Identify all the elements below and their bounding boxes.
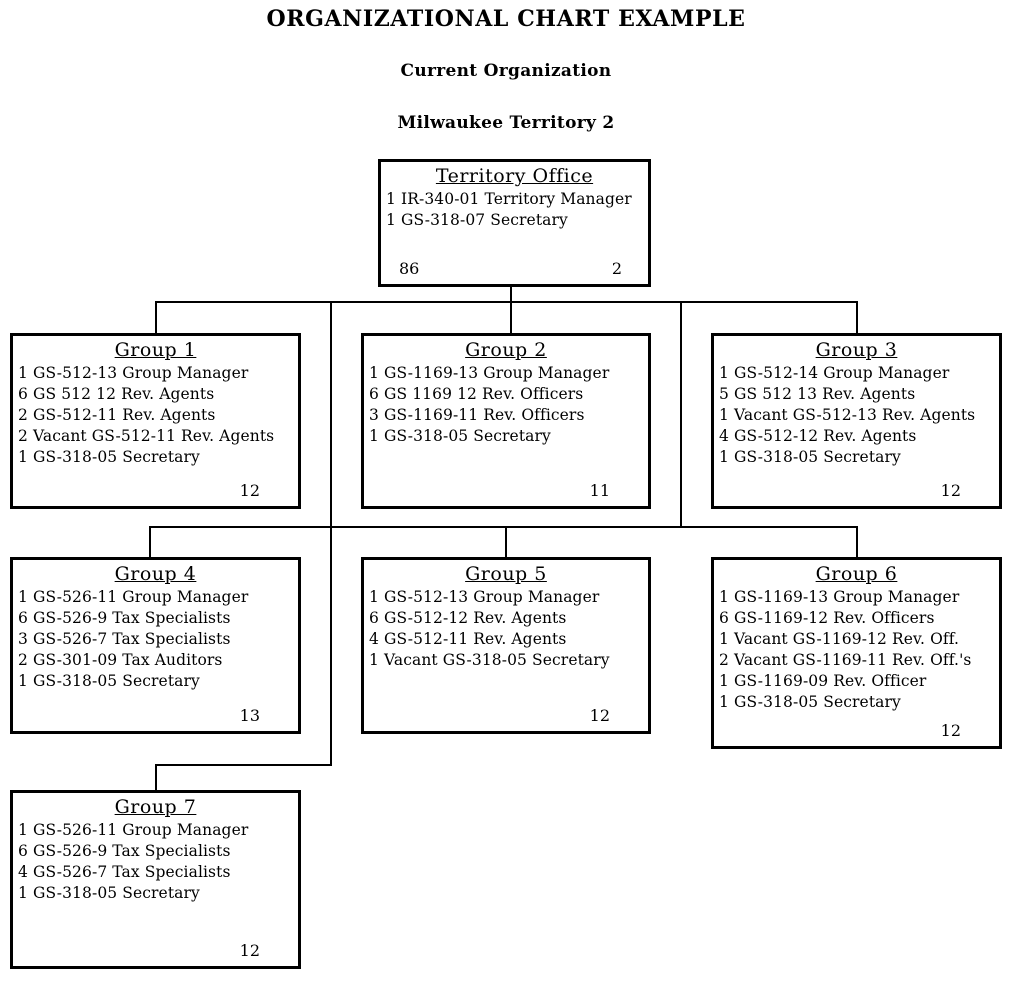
position-line: 1 GS-512-13 Group Manager xyxy=(18,364,249,382)
connector-territory-drop xyxy=(510,286,512,333)
position-line: 6 GS-526-9 Tax Specialists xyxy=(18,842,231,860)
position-line: 3 GS-526-7 Tax Specialists xyxy=(18,630,231,648)
org-box-group-6: Group 6 1 GS-1169-13 Group Manager 6 GS-… xyxy=(711,557,1002,749)
org-box-group-5: Group 5 1 GS-512-13 Group Manager 6 GS-5… xyxy=(361,557,651,734)
group-total: 12 xyxy=(589,706,610,725)
connector-row1-horizontal xyxy=(155,301,858,303)
group-total: 12 xyxy=(940,481,961,500)
position-line: 4 GS-526-7 Tax Specialists xyxy=(18,863,231,881)
box-title: Group 1 xyxy=(114,339,197,361)
position-line: 2 Vacant GS-1169-11 Rev. Off.'s xyxy=(719,651,972,669)
connector-group6-drop xyxy=(856,526,858,557)
org-box-group-1: Group 1 1 GS-512-13 Group Manager 6 GS 5… xyxy=(10,333,301,509)
connector-left-feeder-vertical xyxy=(330,301,332,766)
position-line: 1 GS-318-05 Secretary xyxy=(18,672,200,690)
connector-group4-drop xyxy=(149,526,151,557)
connector-group3-drop xyxy=(856,301,858,333)
position-line: 3 GS-1169-11 Rev. Officers xyxy=(369,406,585,424)
position-line: 1 GS-318-05 Secretary xyxy=(719,448,901,466)
box-title: Group 7 xyxy=(114,796,197,818)
connector-group7-drop xyxy=(155,764,157,790)
position-line: 4 GS-512-11 Rev. Agents xyxy=(369,630,567,648)
page-subtitle: Current Organization xyxy=(400,61,612,81)
connector-right-feeder-vertical xyxy=(680,301,682,528)
territory-label: Milwaukee Territory 2 xyxy=(397,113,615,133)
position-line: 1 GS-318-05 Secretary xyxy=(719,693,901,711)
group-total: 12 xyxy=(940,721,961,740)
box-title: Group 5 xyxy=(465,563,547,585)
position-line: 2 GS-301-09 Tax Auditors xyxy=(18,651,223,669)
box-title: Group 2 xyxy=(465,339,547,361)
position-line: 1 Vacant GS-1169-12 Rev. Off. xyxy=(719,630,960,648)
position-line: 1 GS-526-11 Group Manager xyxy=(18,821,249,839)
group-total: 11 xyxy=(589,481,610,500)
group-total: 13 xyxy=(239,706,260,725)
group-total: 12 xyxy=(239,481,260,500)
position-line: 1 Vacant GS-318-05 Secretary xyxy=(369,651,610,669)
box-title: Group 6 xyxy=(815,563,898,585)
territory-office-count: 2 xyxy=(611,259,622,278)
position-line: 6 GS-1169-12 Rev. Officers xyxy=(719,609,935,627)
box-title: Group 4 xyxy=(114,563,197,585)
position-line: 4 GS-512-12 Rev. Agents xyxy=(719,427,917,445)
position-line: 1 GS-512-13 Group Manager xyxy=(369,588,600,606)
position-line: 1 GS-526-11 Group Manager xyxy=(18,588,249,606)
position-line: 1 GS-318-05 Secretary xyxy=(18,448,200,466)
box-title: Group 3 xyxy=(815,339,898,361)
position-line: 6 GS-512-12 Rev. Agents xyxy=(369,609,567,627)
position-line: 1 GS-1169-13 Group Manager xyxy=(719,588,960,606)
position-line: 6 GS 1169 12 Rev. Officers xyxy=(369,385,584,403)
org-box-territory-office: Territory Office 1 IR-340-01 Territory M… xyxy=(378,159,651,287)
position-line: 6 GS 512 12 Rev. Agents xyxy=(18,385,215,403)
page-title: ORGANIZATIONAL CHART EXAMPLE xyxy=(266,6,746,32)
org-box-group-7: Group 7 1 GS-526-11 Group Manager 6 GS-5… xyxy=(10,790,301,969)
connector-group7-horizontal xyxy=(155,764,332,766)
connector-group5-drop xyxy=(505,526,507,557)
position-line: 2 Vacant GS-512-11 Rev. Agents xyxy=(18,427,275,445)
position-line: 5 GS 512 13 Rev. Agents xyxy=(719,385,916,403)
position-line: 1 GS-318-05 Secretary xyxy=(18,884,200,902)
org-box-group-2: Group 2 1 GS-1169-13 Group Manager 6 GS … xyxy=(361,333,651,509)
position-line: 1 GS-512-14 Group Manager xyxy=(719,364,950,382)
position-line: 1 Vacant GS-512-13 Rev. Agents xyxy=(719,406,976,424)
position-line: 1 GS-1169-13 Group Manager xyxy=(369,364,610,382)
position-line: 1 GS-318-05 Secretary xyxy=(369,427,551,445)
position-line: 1 IR-340-01 Territory Manager xyxy=(386,190,632,208)
position-line: 1 GS-318-07 Secretary xyxy=(386,211,568,229)
position-line: 6 GS-526-9 Tax Specialists xyxy=(18,609,231,627)
group-total: 12 xyxy=(239,941,260,960)
position-line: 1 GS-1169-09 Rev. Officer xyxy=(719,672,927,690)
connector-row2-horizontal xyxy=(149,526,858,528)
position-line: 2 GS-512-11 Rev. Agents xyxy=(18,406,216,424)
connector-group1-drop xyxy=(155,301,157,333)
box-title: Territory Office xyxy=(435,165,594,187)
org-box-group-3: Group 3 1 GS-512-14 Group Manager 5 GS 5… xyxy=(711,333,1002,509)
org-box-group-4: Group 4 1 GS-526-11 Group Manager 6 GS-5… xyxy=(10,557,301,734)
territory-total-staff: 86 xyxy=(399,259,420,278)
